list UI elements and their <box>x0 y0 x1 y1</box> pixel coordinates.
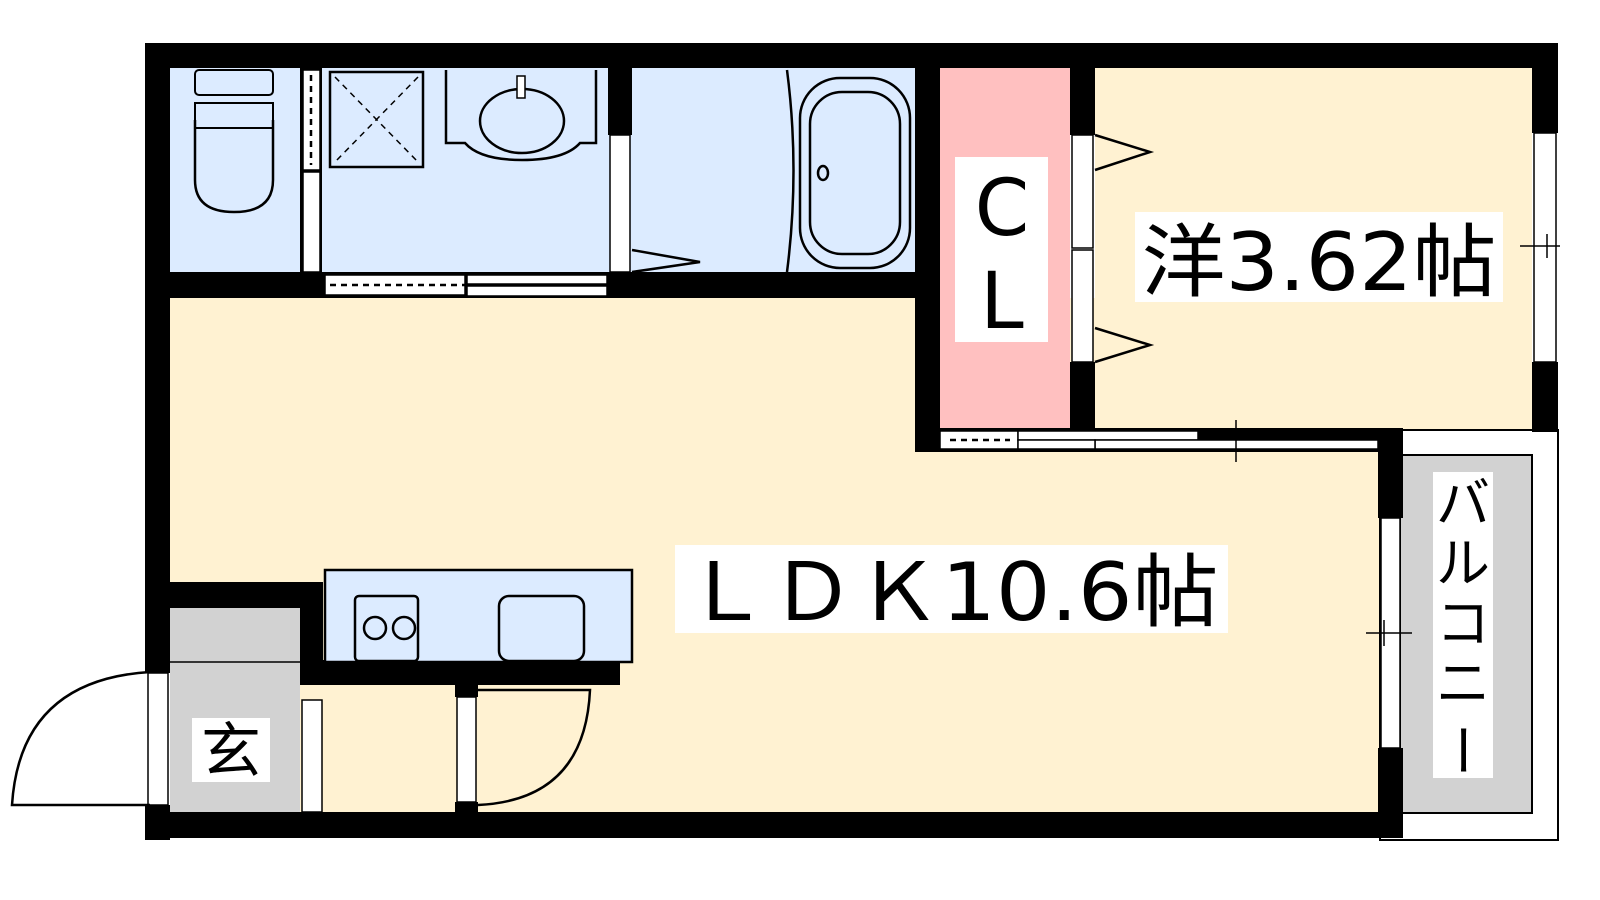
closet-door-top[interactable] <box>1071 134 1094 249</box>
bath-door[interactable] <box>609 134 631 273</box>
entrance-step <box>301 699 323 813</box>
bath-door-swing-icon <box>631 248 701 274</box>
toilet-icon <box>193 69 275 214</box>
bedroom-window[interactable] <box>1533 132 1557 363</box>
stove-icon <box>353 594 420 663</box>
svg-text:バ: バ <box>1436 472 1490 535</box>
closet-label-l: L <box>980 257 1024 347</box>
svg-text:コ: コ <box>1436 592 1490 655</box>
bathtub-icon <box>785 69 912 273</box>
kitchen-counter <box>323 568 634 664</box>
shower-drain-icon <box>328 70 425 169</box>
storage-door[interactable] <box>456 696 477 803</box>
front-door-swing-icon <box>10 670 151 807</box>
balcony-label: バ ル コ ニ ー <box>1430 472 1493 777</box>
bedroom-label: 洋3.62帖 <box>1142 216 1497 309</box>
svg-text:ル: ル <box>1436 532 1490 595</box>
front-door-frame[interactable] <box>147 672 169 806</box>
closet-label-c: C <box>975 164 1029 254</box>
ldk-label: ＬＤＫ10.6帖 <box>684 546 1219 639</box>
svg-text:ー: ー <box>1430 723 1493 777</box>
entrance-label: 玄 <box>201 717 261 787</box>
sink-icon <box>444 70 598 162</box>
svg-text:ニ: ニ <box>1436 652 1490 715</box>
kitchen-sink-icon <box>497 594 586 663</box>
storage-door-swing-icon <box>477 688 592 807</box>
closet-door-bottom[interactable] <box>1071 249 1094 363</box>
toilet-door[interactable] <box>302 171 321 273</box>
